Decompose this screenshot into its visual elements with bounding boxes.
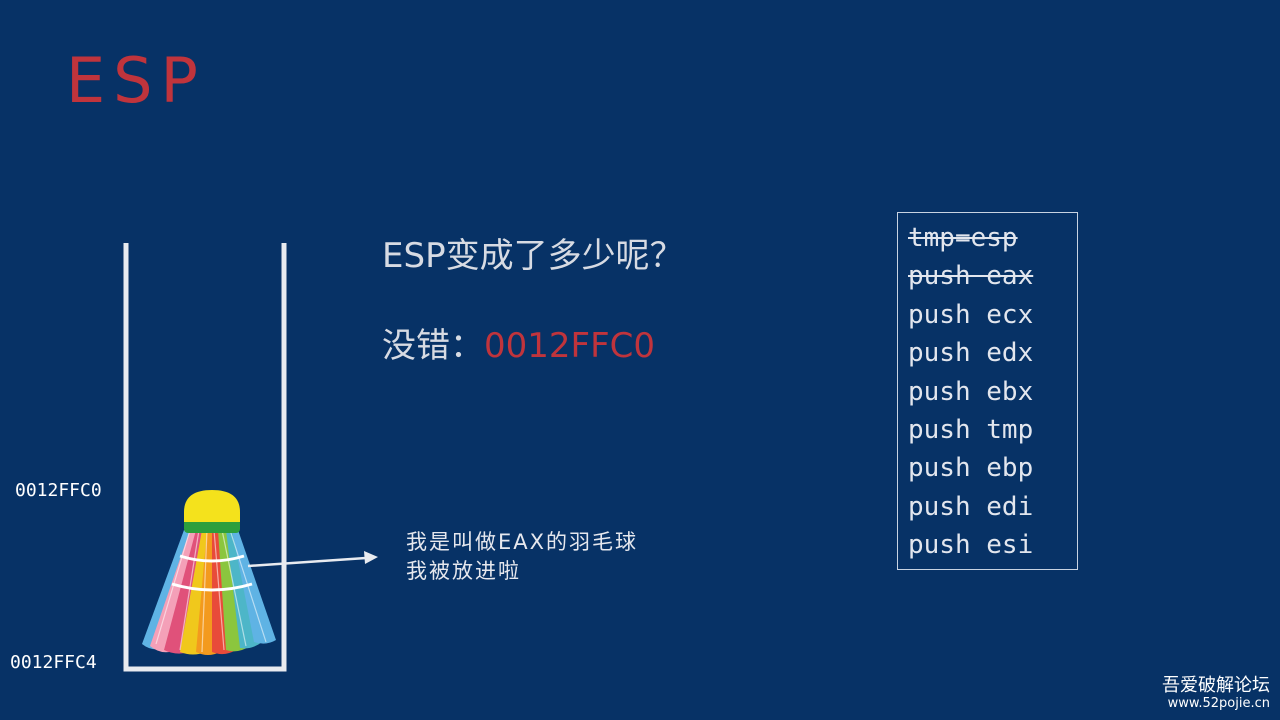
code-line: push edi (908, 491, 1034, 522)
shuttlecock-note: 我是叫做EAX的羽毛球 我被放进啦 (406, 528, 638, 587)
watermark-url: www.52pojie.cn (1167, 696, 1270, 712)
arrow-icon (247, 551, 378, 568)
shuttlecock-icon (142, 490, 276, 655)
note-line-1: 我是叫做EAX的羽毛球 (406, 530, 639, 554)
stack-address-top: 0012FFC0 (15, 480, 102, 501)
code-line: push ebx (908, 376, 1034, 407)
note-line-2: 我被放进啦 (406, 559, 521, 584)
answer-value: 0012FFC0 (484, 326, 656, 366)
stack-address-bottom: 0012FFC4 (10, 652, 97, 673)
code-line: push eax (908, 261, 1034, 292)
code-line: push ecx (908, 299, 1034, 330)
slide-title: ESP (66, 44, 206, 117)
watermark: 吾爱破解论坛 www.52pojie.cn (1162, 675, 1270, 712)
code-line: push esi (908, 530, 1034, 561)
code-line: push edx (908, 338, 1034, 369)
answer-prefix: 没错： (382, 326, 484, 366)
answer-text: 没错：0012FFC0 (382, 326, 655, 367)
watermark-name: 吾爱破解论坛 (1162, 674, 1270, 696)
stack-container (123, 243, 287, 672)
code-line: push tmp (908, 415, 1034, 446)
code-line: tmp=esp (908, 223, 1018, 253)
code-line: push ebp (908, 453, 1034, 484)
code-box: tmp=esp push eax push ecx push edx push ebx p… (897, 212, 1078, 570)
question-text: ESP变成了多少呢？ (382, 236, 684, 276)
